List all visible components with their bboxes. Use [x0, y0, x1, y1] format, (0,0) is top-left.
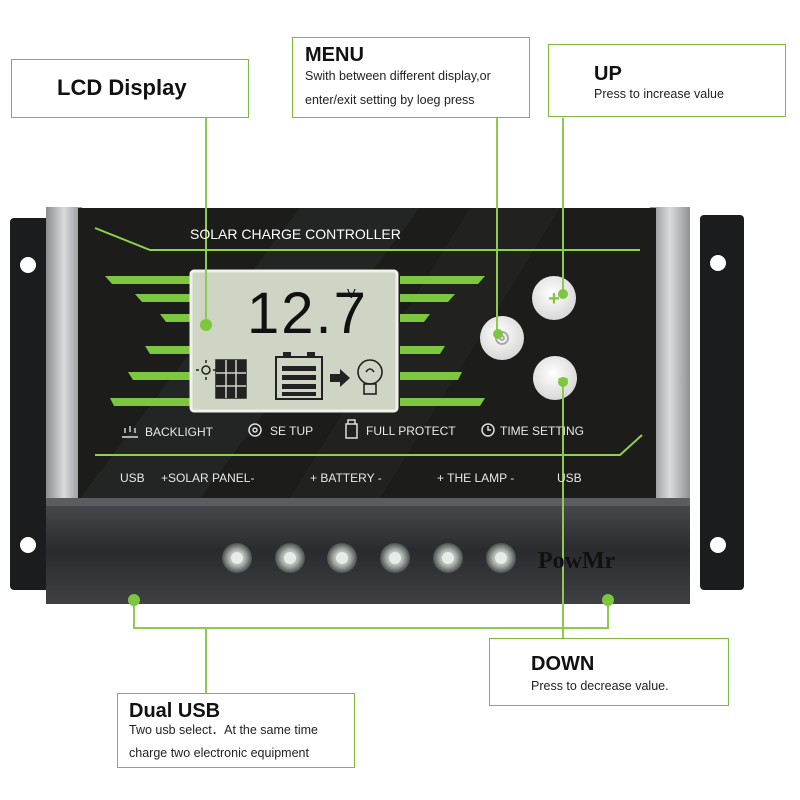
backlight-icon [122, 426, 138, 438]
callout-menu: MENU Swith between different display,or … [292, 37, 530, 118]
callout-down-desc: Press to decrease value. [531, 679, 669, 693]
terminal-base [46, 498, 690, 604]
down-button[interactable] [533, 356, 577, 400]
clock-icon [481, 423, 495, 437]
right-rail [650, 207, 690, 507]
mounting-ears [10, 215, 744, 590]
port-battery: + BATTERY - [310, 471, 382, 485]
lcd-reading: 12.7 [247, 281, 368, 346]
right-stripes [400, 276, 485, 406]
port-usb-right: USB [557, 471, 582, 485]
arrow-glyph-icon [330, 369, 350, 387]
leader-lines [133, 117, 609, 693]
lcd-unit: V [347, 286, 356, 301]
port-solar-panel: +SOLAR PANEL- [161, 471, 254, 485]
port-usb-left: USB [120, 471, 145, 485]
callout-up-title: UP [594, 63, 622, 85]
port-lamp: + THE LAMP - [437, 471, 514, 485]
function-setup: SE TUP [270, 424, 313, 438]
menu-button[interactable] [480, 316, 524, 360]
device-header: SOLAR CHARGE CONTROLLER [190, 226, 401, 242]
function-backlight: BACKLIGHT [145, 425, 214, 439]
callout-up-desc: Press to increase value [594, 87, 724, 101]
callout-up: UP Press to increase value [548, 44, 786, 117]
callout-usb-title: Dual USB [129, 700, 221, 722]
callout-dual-usb: Dual USB Two usb select．At the same time… [117, 693, 355, 768]
minus-symbol: − [558, 369, 569, 389]
callout-lcd-display: LCD Display [11, 59, 249, 118]
callout-menu-desc-2: enter/exit setting by loeg press [305, 93, 475, 107]
left-rail [46, 207, 82, 507]
up-button[interactable] [532, 276, 576, 320]
callout-usb-desc-1: Two usb select．At the same time [129, 723, 318, 737]
terminal-screws [222, 543, 516, 573]
solar-panel-glyph-icon [196, 359, 247, 399]
callout-menu-desc-1: Swith between different display,or [305, 69, 491, 83]
leader-dots [128, 289, 614, 606]
setup-icon [248, 423, 262, 437]
lamp-glyph-icon [357, 359, 383, 395]
plus-symbol: + [548, 288, 560, 310]
protect-icon [345, 419, 358, 439]
brand-logo: PowMr [538, 548, 616, 574]
callout-down-title: DOWN [531, 653, 595, 675]
callout-usb-desc-2: charge two electronic equipment [129, 746, 309, 760]
header-trim [94, 227, 643, 456]
left-stripes [105, 276, 195, 406]
function-time-setting: TIME SETTING [500, 424, 584, 438]
callout-lcd-title: LCD Display [57, 75, 187, 100]
battery-glyph-icon [275, 352, 323, 400]
function-full-protect: FULL PROTECT [366, 424, 456, 438]
callout-down: DOWN Press to decrease value. [489, 638, 729, 706]
callout-menu-title: MENU [305, 44, 364, 66]
